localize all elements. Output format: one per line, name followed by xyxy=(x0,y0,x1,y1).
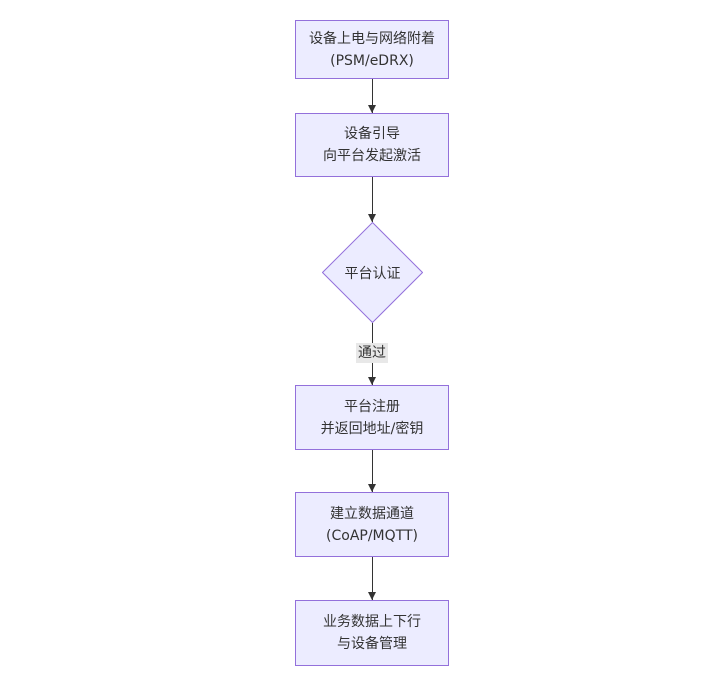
arrow-line xyxy=(371,450,373,492)
node-platform-register: 平台注册 并返回地址/密钥 xyxy=(295,385,449,450)
node-bootstrap-activate: 设备引导 向平台发起激活 xyxy=(295,113,449,177)
decision-label: 平台认证 xyxy=(344,265,401,282)
arrow-line xyxy=(371,79,373,113)
node-business-line1: 业务数据上下行 xyxy=(323,614,421,630)
arrow-line xyxy=(371,177,373,222)
arrowhead-down-icon xyxy=(367,377,376,385)
diamond-shape xyxy=(322,222,423,323)
arrowhead-down-icon xyxy=(367,484,376,492)
decision-platform-auth: 平台认证 xyxy=(322,222,423,323)
node-channel-line2: (CoAP/MQTT) xyxy=(326,527,418,544)
node-data-channel: 建立数据通道 (CoAP/MQTT) xyxy=(295,492,449,557)
node-channel-line1: 建立数据通道 xyxy=(330,505,414,522)
node-register-line1: 平台注册 xyxy=(344,398,400,415)
node-bootstrap-line2: 向平台发起激活 xyxy=(323,148,421,164)
arrowhead-down-icon xyxy=(367,592,376,600)
node-business-data: 业务数据上下行 与设备管理 xyxy=(295,600,449,666)
node-business-line2: 与设备管理 xyxy=(337,636,407,652)
node-power-attach-line1: 设备上电与网络附着 xyxy=(309,30,435,47)
node-power-attach-line2: (PSM/eDRX) xyxy=(330,52,414,69)
node-bootstrap-line1: 设备引导 xyxy=(344,126,400,142)
arrowhead-down-icon xyxy=(367,105,376,113)
edge-label-pass: 通过 xyxy=(356,343,388,363)
arrow-line xyxy=(371,557,373,600)
arrowhead-down-icon xyxy=(367,214,376,222)
node-register-line2: 并返回地址/密钥 xyxy=(320,420,424,437)
node-power-attach: 设备上电与网络附着 (PSM/eDRX) xyxy=(295,20,449,79)
